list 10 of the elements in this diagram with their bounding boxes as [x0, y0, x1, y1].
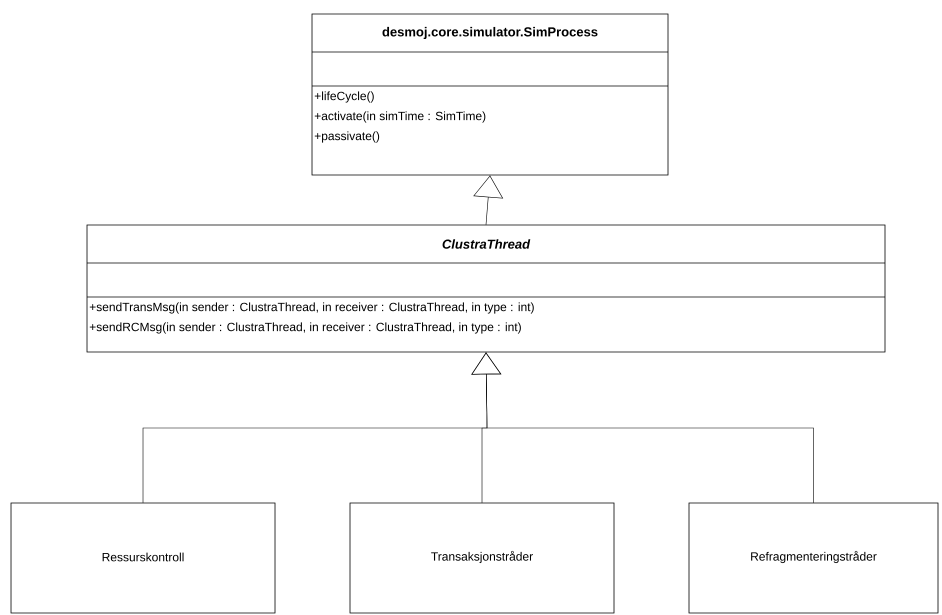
class-box: Ressurskontroll: [10, 502, 276, 614]
method: +activate(in simTime : SimTime): [314, 111, 486, 123]
class-box: Transaksjonstråder: [350, 502, 614, 614]
method: +passivate(): [314, 131, 380, 143]
method: +sendTransMsg(in sender : ClustraThread, in receiver : ClustraThread, in type : int): [90, 302, 534, 314]
method: +lifeCycle(): [314, 91, 374, 103]
class-box: Refragmenteringstråder: [688, 502, 938, 614]
class-name: desmoj.core.simulator.SimProcess: [382, 26, 598, 40]
class-name: ClustraThread: [442, 239, 530, 249]
method: +sendRCMsg(in sender : ClustraThread, in receiver : ClustraThread, in type : int): [90, 322, 521, 334]
